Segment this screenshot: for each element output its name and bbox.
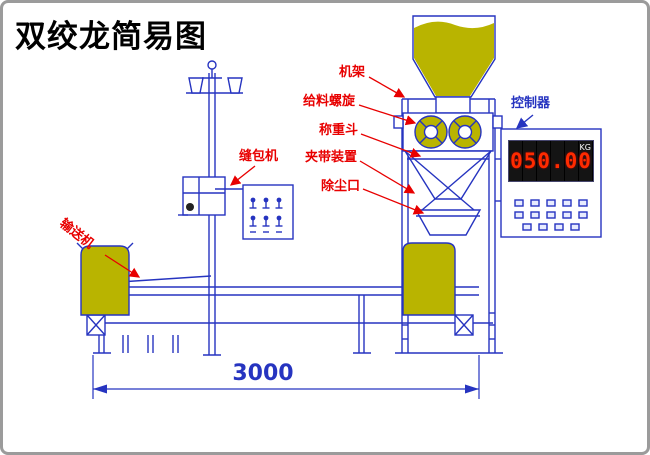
weight-value: 050.00 (510, 149, 592, 173)
leader-lines (104, 76, 425, 278)
screw-housing (393, 112, 503, 152)
controller-leader (515, 114, 534, 129)
bag-left (80, 245, 130, 316)
label-controller: 控制器 (511, 96, 551, 111)
dimension-value: 3000 (232, 361, 294, 386)
sewing-panel-icons (249, 197, 283, 233)
label-dust-port: 除尘口 (321, 179, 361, 194)
label-clamp-device: 夹带装置 (305, 150, 358, 165)
diagram-canvas (76, 15, 602, 399)
weight-display: 050.00 KG (508, 140, 594, 182)
bags (76, 242, 456, 316)
bag-right (402, 242, 456, 316)
label-machine-frame: 机架 (339, 65, 366, 80)
clamp-and-dust-port (414, 198, 482, 236)
label-feed-screw: 给料螺旋 (303, 94, 356, 109)
label-sewing-machine: 缝包机 (239, 149, 279, 164)
sewing-machine-structure (178, 60, 294, 355)
feed-screw-right (448, 115, 482, 149)
controller-buttons (514, 199, 588, 231)
dimension-marks (92, 355, 480, 399)
page-title: 双绞龙简易图 (15, 19, 207, 55)
feed-screw-left (414, 115, 448, 149)
base-rail (86, 314, 493, 353)
label-weigh-hopper: 称重斗 (319, 123, 359, 138)
weigh-hopper-shape (403, 150, 493, 200)
weight-unit: KG (579, 143, 591, 152)
